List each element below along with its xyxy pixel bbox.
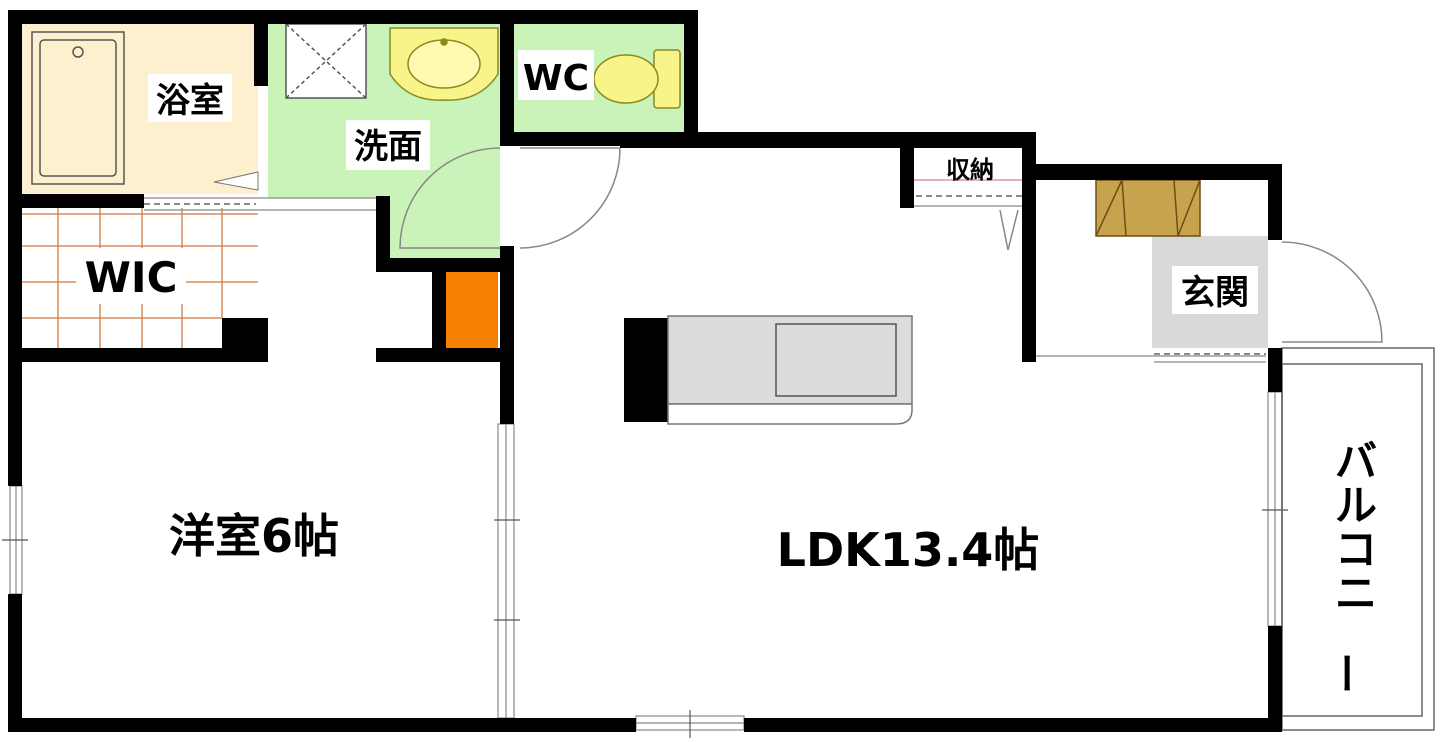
windows [2,391,1288,738]
toilet-icon [593,49,681,109]
wic-label: WIC [85,253,178,302]
storage-label: 収納 [946,156,994,184]
wash-basin-icon [389,27,499,101]
toilet-label-bg [518,50,594,100]
balcony-label-text: バルコニー [1321,437,1377,694]
bath-door-icon [213,171,259,191]
bath-label: 浴室 [156,81,224,121]
bath-label-bg [148,74,232,122]
balcony-char: ニ [1335,569,1377,618]
thin-lines [144,179,1266,363]
balcony-label: バルコニー [1321,437,1377,694]
washroom-label-bg [346,120,430,170]
door-swings [399,147,1383,343]
balcony-char: コ [1335,525,1377,574]
shower-tray-icon [285,23,367,99]
balcony-char: ル [1335,481,1377,530]
thresholds [144,195,1266,355]
entrance-label: 玄関 [1181,273,1249,313]
balcony-char: バ [1335,437,1377,486]
balcony-outline [1281,347,1435,731]
wic-label-bg [76,248,186,304]
bathtub-icon [31,31,125,185]
washroom-label: 洗面 [354,127,422,167]
toilet-label: WC [523,58,589,99]
kitchen-counter-icon [624,315,913,425]
ldk-label: LDK13.4帖 [777,523,1040,577]
walls[interactable] [8,10,1282,732]
fridge-space [446,272,498,348]
shoe-box-icon [1095,179,1201,237]
entrance-label-bg [1172,266,1258,314]
balcony-char: ー [1321,652,1370,694]
bedroom-label: 洋室6帖 [169,509,339,563]
